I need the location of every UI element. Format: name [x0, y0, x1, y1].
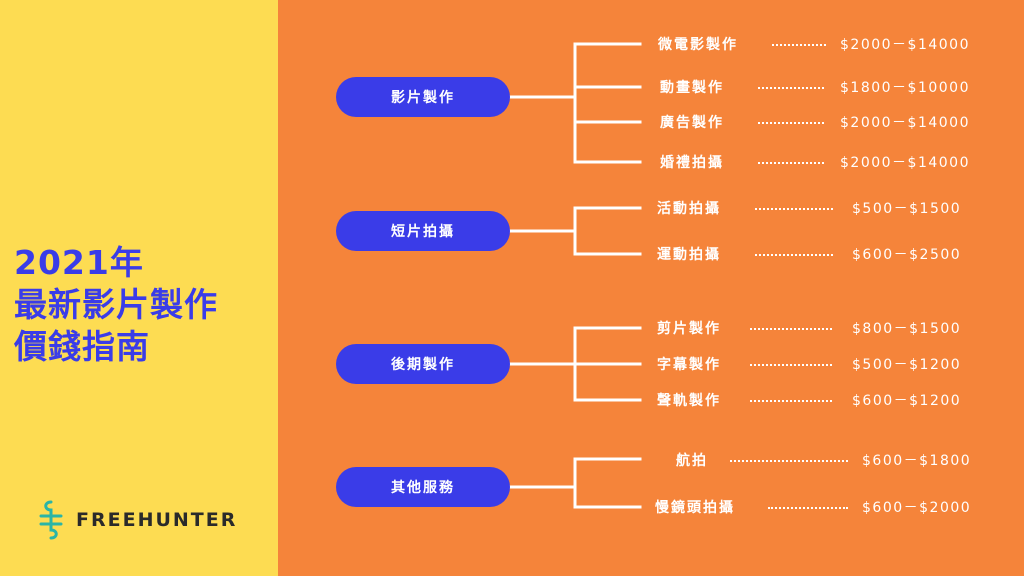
logo: FREEHUNTER [38, 500, 237, 540]
leader-dots [768, 507, 848, 509]
service-price: $800－$1500 [852, 321, 962, 337]
leader-dots [772, 44, 826, 46]
service-price: $600－$1800 [862, 453, 972, 469]
logo-text: FREEHUNTER [76, 509, 238, 531]
leader-dots [750, 364, 832, 366]
title-line-3: 價錢指南 [14, 327, 150, 366]
service-name: 微電影製作 [658, 37, 738, 53]
service-name: 聲軌製作 [657, 393, 721, 409]
service-name: 字幕製作 [657, 357, 721, 373]
left-panel [0, 0, 278, 576]
category-short-film: 短片拍攝 [336, 211, 510, 251]
service-name: 婚禮拍攝 [660, 155, 724, 171]
service-price: $600－$2500 [852, 247, 962, 263]
leader-dots [750, 400, 832, 402]
leader-dots [730, 460, 848, 462]
leader-dots [755, 208, 833, 210]
category-video-production: 影片製作 [336, 77, 510, 117]
leader-dots [758, 122, 824, 124]
service-price: $2000－$14000 [840, 155, 970, 171]
page-title: 2021年 最新影片製作 價錢指南 [14, 242, 218, 368]
service-name: 活動拍攝 [657, 201, 721, 217]
title-line-2: 最新影片製作 [14, 285, 218, 324]
leader-dots [755, 254, 833, 256]
service-price: $600－$2000 [862, 500, 972, 516]
service-price: $2000－$14000 [840, 115, 970, 131]
service-price: $500－$1500 [852, 201, 962, 217]
service-name: 慢鏡頭拍攝 [655, 500, 735, 516]
title-line-1: 2021年 [14, 243, 144, 282]
service-price: $1800－$10000 [840, 80, 970, 96]
service-price: $2000－$14000 [840, 37, 970, 53]
service-price: $600－$1200 [852, 393, 962, 409]
category-other-services: 其他服務 [336, 467, 510, 507]
service-name: 剪片製作 [657, 321, 721, 337]
category-post-production: 後期製作 [336, 344, 510, 384]
leader-dots [758, 87, 824, 89]
service-name: 動畫製作 [660, 80, 724, 96]
leader-dots [750, 328, 832, 330]
leader-dots [758, 162, 824, 164]
service-name: 航拍 [676, 453, 708, 469]
freehunter-logo-icon [39, 500, 63, 540]
service-price: $500－$1200 [852, 357, 962, 373]
service-name: 廣告製作 [660, 115, 724, 131]
service-name: 運動拍攝 [657, 247, 721, 263]
